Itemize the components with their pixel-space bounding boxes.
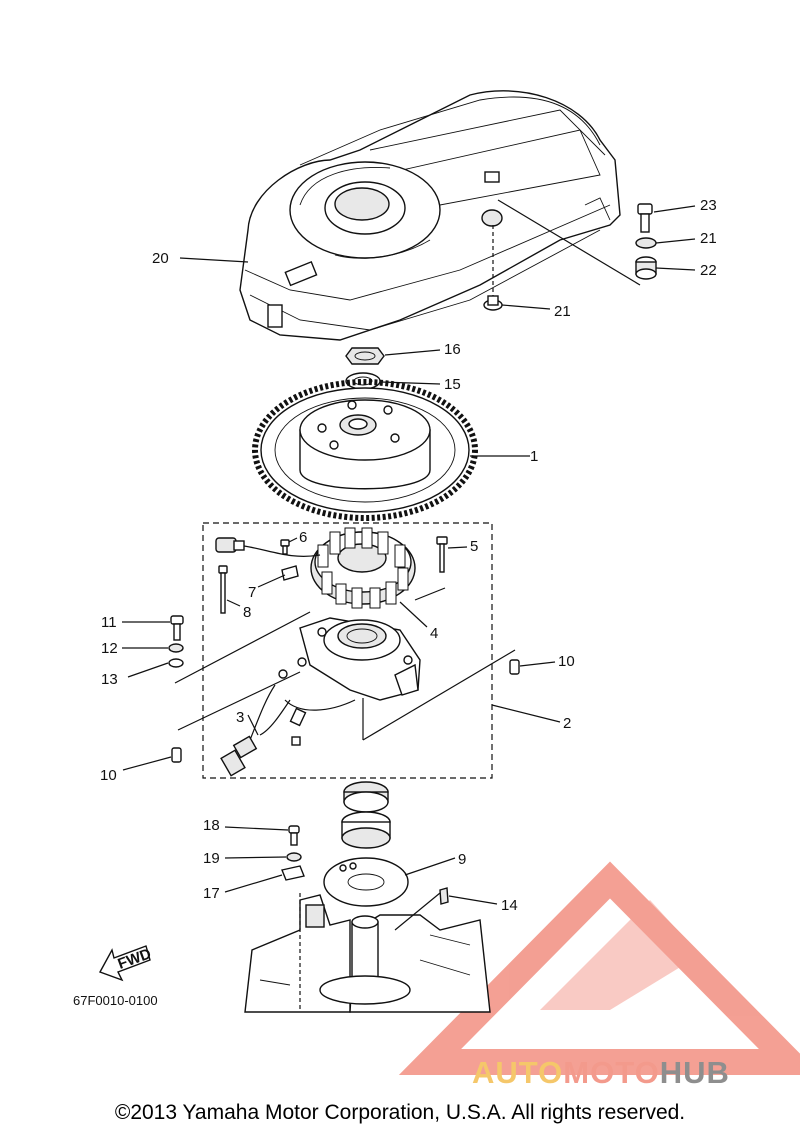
screw-18 [288, 825, 300, 846]
clamp-7 [281, 565, 299, 581]
woodruff-key-14 [439, 887, 449, 905]
dowel-10-right [509, 659, 520, 675]
flywheel-cover [239, 90, 621, 341]
upper-bushing [343, 781, 389, 813]
copyright-notice: ©2013 Yamaha Motor Corporation, U.S.A. A… [114, 1101, 686, 1124]
fwd-label: FWD [116, 945, 154, 973]
callout-20: 20 [152, 250, 169, 267]
washer-19 [286, 852, 302, 862]
flywheel-nut [345, 347, 385, 365]
callout-labels: 1 2 3 4 5 6 7 8 9 10 10 11 12 13 14 15 1… [100, 197, 717, 914]
dowel-10-left [171, 747, 182, 763]
collar-21-bottom [483, 295, 503, 311]
fwd-arrow-icon: FWD [98, 945, 154, 982]
callout-4: 4 [430, 625, 438, 642]
washer-12 [168, 643, 184, 653]
callout-10-right: 10 [558, 653, 575, 670]
callout-18: 18 [203, 817, 220, 834]
callout-21-bottom: 21 [554, 303, 571, 320]
callout-19: 19 [203, 850, 220, 867]
callout-12: 12 [101, 640, 118, 657]
callout-16: 16 [444, 341, 461, 358]
bolt-11 [170, 615, 184, 641]
callout-14: 14 [501, 897, 518, 914]
pulser-coil-plate [297, 617, 421, 701]
stator-lead [215, 537, 321, 557]
callout-11: 11 [101, 614, 117, 631]
part-code: 67F0010-0100 [73, 993, 158, 1008]
callout-3: 3 [236, 709, 244, 726]
callout-17: 17 [203, 885, 220, 902]
callout-8: 8 [243, 604, 251, 621]
brand-hub: HUB [659, 1055, 730, 1090]
screw-6 [280, 539, 290, 555]
leader-lines [122, 199, 696, 1012]
washer-21-top [635, 237, 657, 249]
callout-9: 9 [458, 851, 466, 868]
crankcase [244, 894, 491, 1013]
callout-5: 5 [470, 538, 478, 555]
callout-7: 7 [248, 584, 256, 601]
bolt-23 [637, 203, 653, 233]
callout-23: 23 [700, 197, 717, 214]
brand-auto: AUTO [472, 1055, 564, 1090]
wire-harness [220, 669, 356, 777]
flywheel [252, 379, 478, 521]
watermark-brand: AUTOMOTOHUB [472, 1055, 730, 1091]
stator-assembly-box [202, 522, 493, 779]
bracket-17 [281, 865, 305, 881]
callout-21-top: 21 [700, 230, 717, 247]
plate-9 [323, 857, 409, 907]
callout-1: 1 [530, 448, 538, 465]
callout-15: 15 [444, 376, 461, 393]
stator [310, 527, 416, 609]
callout-10-left: 10 [100, 767, 117, 784]
callout-22: 22 [700, 262, 717, 279]
washer-13 [168, 658, 184, 668]
bolt-5 [436, 536, 448, 573]
brand-moto: MOTO [563, 1055, 660, 1090]
callout-6: 6 [299, 529, 307, 546]
grommet-22 [635, 256, 657, 280]
watermark-logo [398, 861, 800, 1075]
lower-bushing [341, 811, 391, 849]
bolt-8 [218, 565, 228, 614]
callout-2: 2 [563, 715, 571, 732]
callout-13: 13 [101, 671, 118, 688]
